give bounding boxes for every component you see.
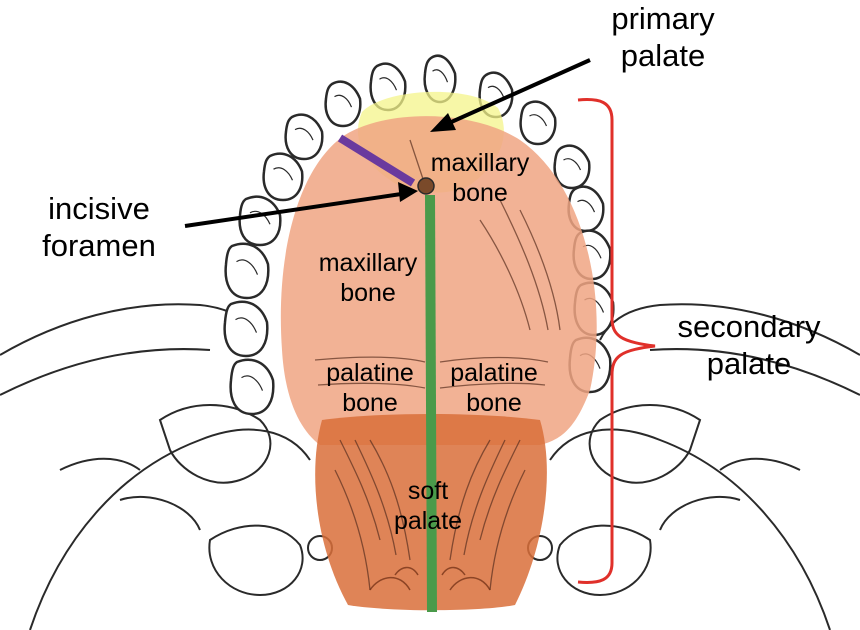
tooth	[223, 300, 269, 358]
palatine-bone-label-left: palatine bone	[306, 358, 434, 418]
palatine-bone-label-right: palatine bone	[432, 358, 556, 418]
skull-outline	[0, 303, 860, 630]
maxillary-bone-left-line1: maxillary	[318, 249, 418, 277]
maxillary-bone-right-line1: maxillary	[430, 149, 530, 177]
soft-palate-label: soft palate	[378, 476, 478, 536]
soft-palate-label-line2: palate	[393, 507, 463, 535]
tooth-detail	[432, 69, 449, 83]
tooth	[238, 195, 282, 247]
tooth-detail	[577, 199, 596, 213]
soft-palate-label-line1: soft	[407, 477, 449, 505]
tooth	[224, 242, 270, 300]
incisive-foramen-label: incisive foramen	[24, 190, 174, 264]
tooth-detail	[529, 114, 548, 127]
tooth-detail	[334, 94, 353, 108]
tooth-detail	[294, 127, 314, 141]
primary-palate-pointer	[437, 58, 591, 130]
secondary-palate-label-line1: secondary	[677, 309, 821, 344]
maxillary-bone-right-line2: bone	[452, 179, 508, 207]
palatine-bone-right-line2: bone	[466, 389, 522, 417]
tooth	[284, 113, 324, 161]
tooth	[553, 144, 591, 190]
secondary-palate-label-line2: palate	[706, 346, 792, 382]
incisive-foramen-arrowhead	[398, 182, 418, 202]
soft-palate-folds	[369, 566, 491, 591]
palatine-bone-left-line2: bone	[342, 389, 398, 417]
secondary-palate-label: secondary palate	[664, 308, 834, 382]
incisive-foramen-dot	[417, 177, 435, 195]
maxillary-bone-left-line2: bone	[340, 279, 396, 307]
maxillary-bone-label-right: maxillary bone	[420, 148, 540, 208]
primary-palate-arrowhead	[430, 113, 456, 132]
tooth	[324, 80, 362, 128]
incisive-suture-line	[337, 134, 416, 187]
tooth-detail	[563, 158, 582, 171]
midline-suture	[425, 194, 437, 613]
primary-palate-label: primary palate	[598, 0, 728, 74]
tooth-detail	[241, 375, 264, 391]
tooth-detail	[487, 85, 505, 99]
primary-palate-label-line2: palate	[620, 38, 706, 74]
maxillary-bone-label-left: maxillary bone	[304, 248, 432, 308]
tooth-detail	[273, 167, 294, 181]
tooth	[519, 100, 557, 146]
incisive-foramen-label-line1: incisive	[48, 191, 150, 226]
tooth	[262, 152, 304, 202]
tooth-detail	[235, 317, 258, 333]
incisive-foramen-label-line2: foramen	[42, 228, 156, 264]
tooth-detail	[379, 77, 398, 91]
palatine-bone-right-line1: palatine	[450, 359, 538, 387]
secondary-palate-bracket	[577, 98, 656, 584]
incisive-foramen-pointer	[184, 191, 409, 228]
palatine-bone-left-line1: palatine	[326, 359, 414, 387]
palate-texture	[314, 139, 561, 591]
tooth	[229, 358, 275, 416]
primary-palate-label-line1: primary	[611, 1, 715, 36]
tooth-detail	[236, 259, 259, 275]
